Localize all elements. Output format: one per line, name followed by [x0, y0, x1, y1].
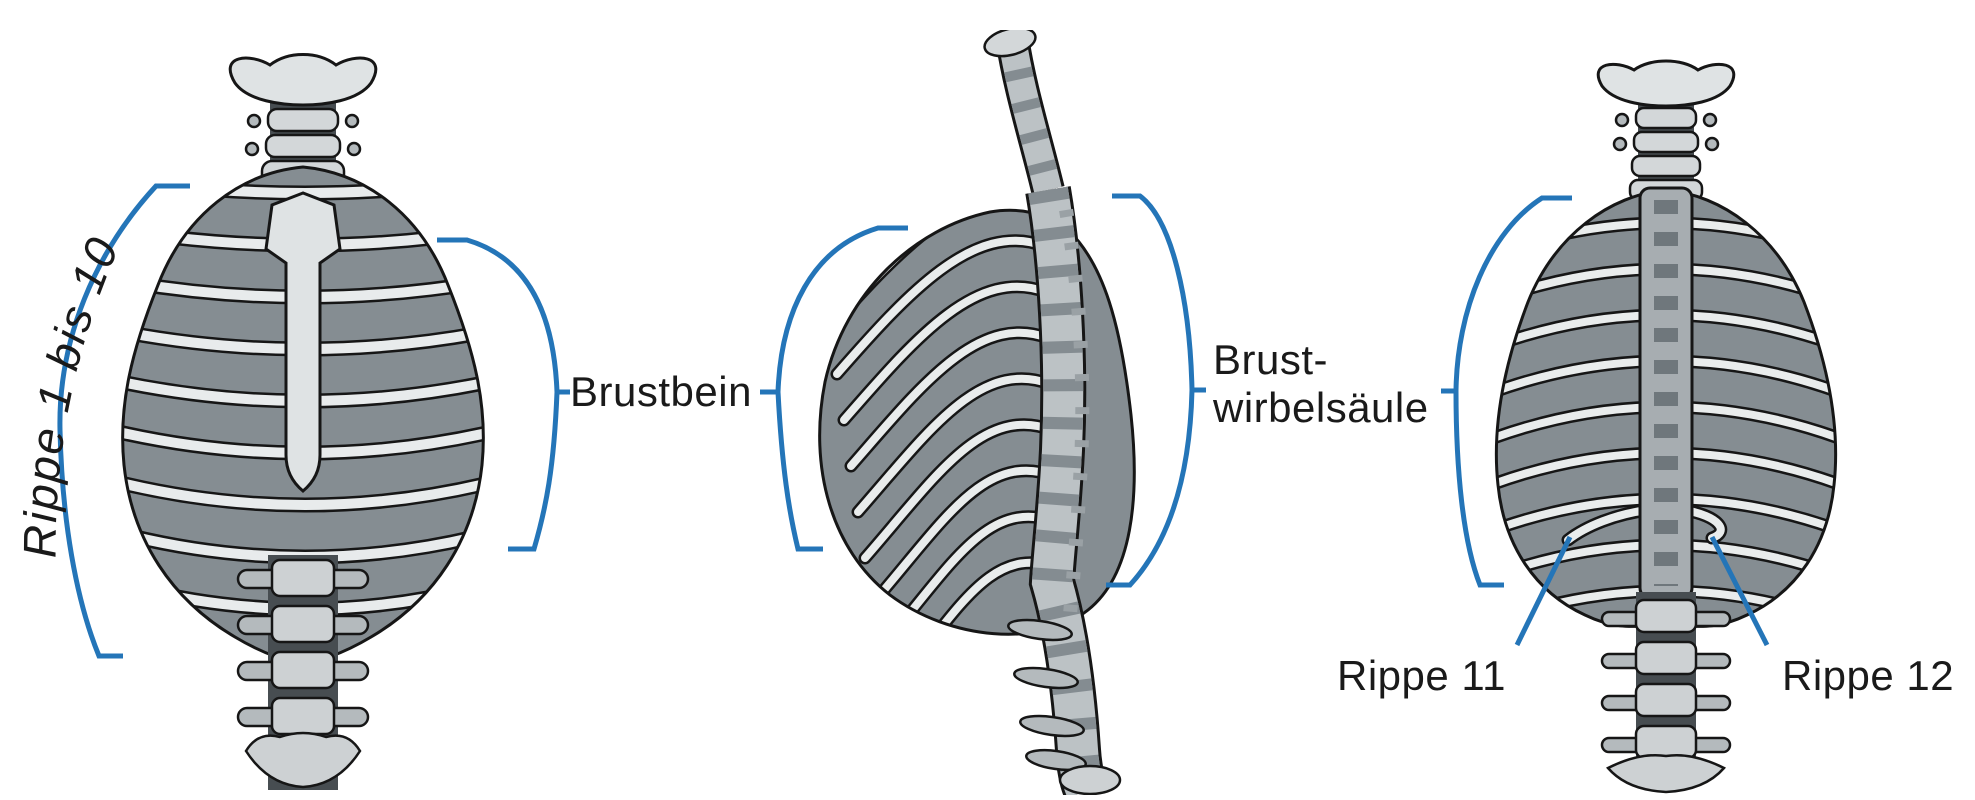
brace-thoracic-spine-back-view — [1441, 195, 1572, 588]
label-rib-11: Rippe 11 — [1337, 652, 1506, 700]
sternum-bone — [264, 191, 342, 493]
figure-ribcage-front-view — [121, 53, 485, 790]
label-ribs-1-10-text: Rippe 1 bis 10 — [13, 229, 127, 559]
label-thoracic-spine: Brust- wirbelsäule — [1213, 336, 1429, 432]
cervical-spine — [1596, 59, 1736, 202]
label-ribs-1-10: Rippe 1 bis 10 — [13, 229, 129, 559]
sacrum — [1058, 764, 1122, 795]
lumbar-spine — [236, 555, 370, 790]
figure-ribcage-side-view — [818, 30, 1136, 795]
cervical-spine — [228, 53, 378, 187]
brace-thoracic-spine-side-view — [1106, 193, 1206, 588]
brace-sternum-side-view — [760, 225, 908, 552]
label-thoracic-spine-line1: Brust- — [1213, 336, 1329, 383]
label-rib-12-text: Rippe 12 — [1782, 652, 1955, 699]
lumbar-spine — [1600, 592, 1732, 794]
brace-sternum-front-view — [437, 237, 570, 552]
label-sternum: Brustbein — [570, 368, 752, 416]
label-sternum-text: Brustbein — [570, 368, 752, 415]
label-rib-11-text: Rippe 11 — [1337, 652, 1507, 699]
figure-ribcage-back-view — [1494, 59, 1838, 794]
spinous-processes — [1059, 208, 1090, 616]
brace-ribs-1-10 — [57, 183, 190, 659]
leader-line-rib-11 — [1514, 535, 1573, 647]
spine-column — [1007, 186, 1122, 795]
sacrum — [1606, 754, 1726, 794]
sacrum — [244, 731, 362, 789]
label-thoracic-spine-line2: wirbelsäule — [1213, 384, 1429, 431]
cervical-spine — [983, 30, 1065, 194]
label-rib-12: Rippe 12 — [1782, 652, 1954, 700]
leader-line-rib-12 — [1709, 535, 1770, 647]
